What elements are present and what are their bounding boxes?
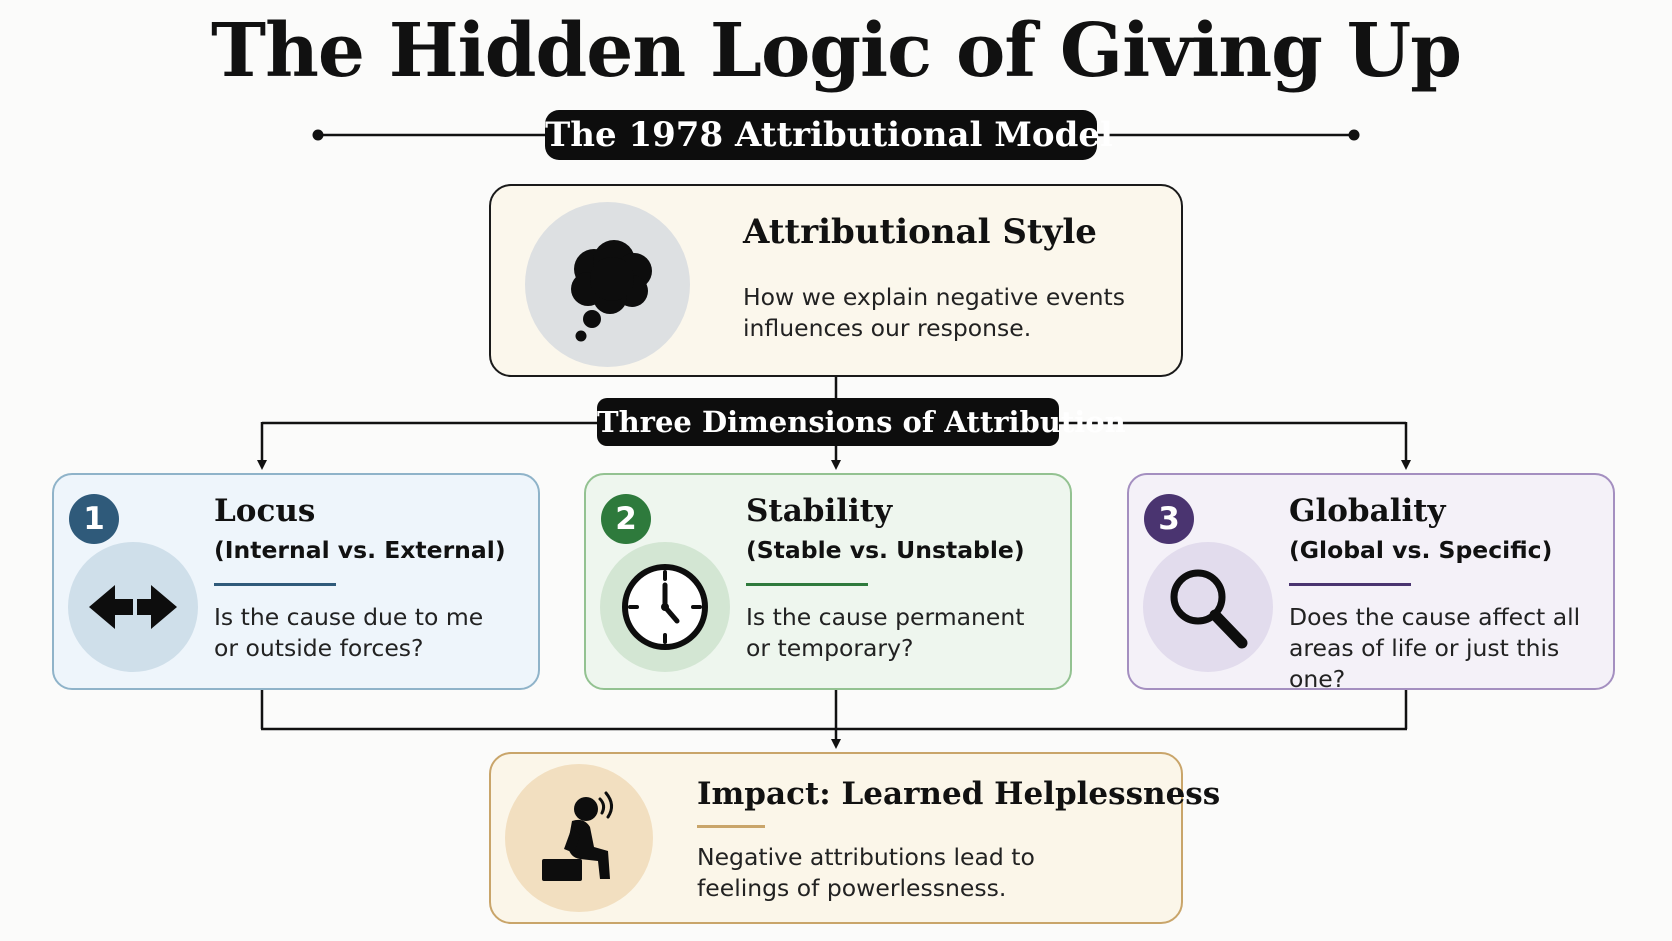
- card-subtitle: (Stable vs. Unstable): [746, 536, 1025, 564]
- number-badge: 3: [1144, 494, 1194, 544]
- impact-description: Negative attributions lead to feelings o…: [697, 842, 1035, 904]
- card-question-line: areas of life or just this one?: [1289, 634, 1560, 693]
- accent-rule: [697, 825, 765, 828]
- impact-description-line: Negative attributions lead to: [697, 843, 1035, 871]
- card-question-line: or temporary?: [746, 634, 914, 662]
- impact-description-line: feelings of powerlessness.: [697, 874, 1007, 902]
- dimensions-label: Three Dimensions of Attribution: [597, 398, 1126, 446]
- card-question-line: or outside forces?: [214, 634, 424, 662]
- attributional-style-box: Attributional Style How we explain negat…: [489, 184, 1183, 377]
- impact-box: Impact: Learned Helplessness Negative at…: [489, 752, 1220, 924]
- stability-card: 2 Stability (Stable vs. Unstable) Is the…: [584, 473, 1072, 690]
- root-title: Attributional Style: [743, 212, 1097, 252]
- clock-icon: [600, 542, 730, 672]
- card-question: Is the cause permanent or temporary?: [746, 602, 1024, 664]
- subtitle-badge: The 1978 Attributional Model: [545, 110, 1113, 160]
- card-question: Is the cause due to me or outside forces…: [214, 602, 483, 664]
- card-title: Locus: [214, 493, 316, 529]
- globality-card: 3 Globality (Global vs. Specific) Does t…: [1127, 473, 1615, 693]
- thought-bubble-icon: [525, 202, 690, 367]
- card-question-line: Does the cause affect all: [1289, 603, 1581, 631]
- card-subtitle: (Internal vs. External): [214, 536, 506, 564]
- accent-rule: [1289, 583, 1411, 586]
- root-description: How we explain negative events influence…: [743, 282, 1125, 344]
- root-description-line: How we explain negative events: [743, 283, 1126, 311]
- branch-lines: [257, 377, 1411, 749]
- impact-title: Impact: Learned Helplessness: [697, 776, 1221, 812]
- number-badge: 2: [601, 494, 651, 544]
- number-badge: 1: [69, 494, 119, 544]
- card-subtitle: (Global vs. Specific): [1289, 536, 1553, 564]
- card-title: Globality: [1289, 493, 1446, 529]
- accent-rule: [746, 583, 868, 586]
- left-right-arrows-icon: [68, 542, 198, 672]
- card-question-line: Is the cause due to me: [214, 603, 484, 631]
- root-description-line: influences our response.: [743, 314, 1032, 342]
- accent-rule: [214, 583, 336, 586]
- locus-card: 1 Locus (Internal vs. External) Is the c…: [52, 473, 540, 690]
- sitting-person-icon: [505, 764, 653, 912]
- card-question: Does the cause affect all areas of life …: [1289, 602, 1613, 695]
- card-question-line: Is the cause permanent: [746, 603, 1025, 631]
- card-title: Stability: [746, 493, 893, 529]
- magnifying-glass-icon: [1143, 542, 1273, 672]
- rule-end-dot: [312, 129, 324, 141]
- page-title: The Hidden Logic of Giving Up: [211, 8, 1462, 94]
- rule-end-dot: [1348, 129, 1360, 141]
